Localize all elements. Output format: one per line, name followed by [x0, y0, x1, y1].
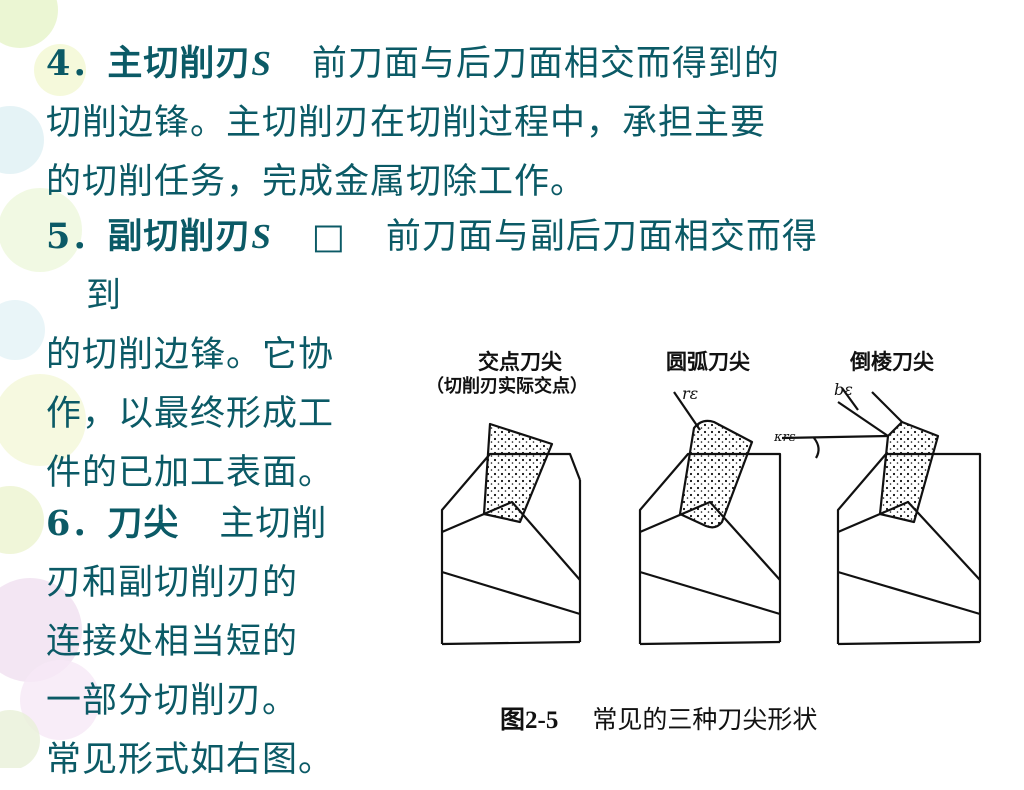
label-intersection-tip: 交点刀尖 [478, 350, 562, 374]
symbol-kappa-r-epsilon: κrε [774, 430, 796, 445]
text-line: 件的已加工表面。 [46, 453, 335, 493]
item-number: 4． [46, 43, 108, 84]
missing-glyph-box: □ [311, 217, 346, 257]
text-line: 常见形式如右图。 [46, 740, 335, 780]
paragraph-minor-cutting-edge: 5．副切削刃S □ 前刀面与副后刀面相交而得 到 的切削边锋。它协 作，以最终形成工… [46, 207, 818, 503]
term-tool-tip: 刀尖 [107, 503, 180, 544]
symbol-r-epsilon: rε [682, 384, 699, 403]
paragraph-tool-tip: 6．刀尖主切削 刃和副切削刃的 连接处相当短的 一部分切削刃。 常见形式如右图。 [46, 494, 334, 790]
text-line: 一部分切削刃。 [46, 681, 299, 721]
figure-caption: 图2-5 常见的三种刀尖形状 [500, 700, 817, 736]
label-arc-tip: 圆弧刀尖 [666, 350, 750, 374]
text-line: 主切削 [219, 504, 328, 544]
tool-tip-figure: 交点刀尖 （切削刃实际交点） 圆弧刀尖 倒棱刀尖 rε bε κrε [402, 332, 1024, 768]
text-line: 刃和副切削刃的 [46, 563, 299, 603]
term-symbol: S [251, 217, 272, 256]
text-line: 的切削任务，完成金属切除工作。 [46, 162, 587, 202]
text-line: 前刀面与后刀面相交而得到的 [311, 44, 780, 84]
text-line: 的切削边锋。它协 [46, 335, 335, 375]
symbol-b-epsilon: bε [834, 380, 853, 399]
text-line: 作，以最终形成工 [46, 394, 335, 434]
term-main-cutting-edge: 主切削刃 [107, 43, 252, 84]
text-line: 前刀面与副后刀面相交而得 [385, 217, 818, 257]
text-line: 切削边锋。主切削刃在切削过程中，承担主要 [46, 103, 767, 143]
term-symbol: S [251, 44, 272, 83]
text-line: 连接处相当短的 [46, 622, 299, 662]
label-chamfer-tip: 倒棱刀尖 [850, 350, 934, 374]
paragraph-main-cutting-edge: 4．主切削刃S 前刀面与后刀面相交而得到的 切削边锋。主切削刃在切削过程中，承担主… [46, 34, 780, 212]
tool-tip-drawing [440, 387, 982, 646]
figure-caption-text: 常见的三种刀尖形状 [592, 707, 818, 734]
label-intersection-tip-note: （切削刃实际交点） [426, 376, 588, 397]
item-number: 6． [46, 503, 108, 544]
background-decoration [0, 0, 100, 768]
text-line: 到 [86, 276, 123, 316]
item-number: 5． [46, 216, 108, 257]
term-minor-cutting-edge: 副切削刃 [107, 216, 252, 257]
figure-number: 图2-5 [500, 707, 559, 734]
